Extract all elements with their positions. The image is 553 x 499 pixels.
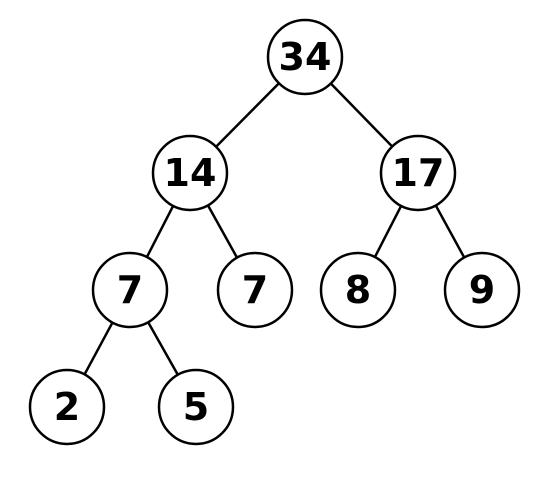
tree-node-label: 9 <box>469 268 495 312</box>
tree-edge-n14-n7b <box>206 204 239 259</box>
tree-node-circle <box>319 251 397 329</box>
tree-node-circle <box>151 134 229 212</box>
tree-edge-n34-n17 <box>329 82 394 148</box>
tree-node-circle <box>157 368 235 446</box>
tree-node-label: 7 <box>117 268 143 312</box>
tree-edge-n34-n14 <box>215 82 280 148</box>
tree-edge-n7a-n5 <box>147 321 179 376</box>
tree-node-label: 8 <box>345 268 371 312</box>
tree-node-n8: 8 <box>319 251 397 329</box>
tree-node-circle <box>266 18 344 96</box>
tree-edge-n17-n8 <box>373 205 403 258</box>
tree-node-label: 7 <box>242 268 268 312</box>
tree-node-n17: 17 <box>379 134 457 212</box>
tree-node-n7b: 7 <box>216 251 294 329</box>
tree-node-n9: 9 <box>443 251 521 329</box>
tree-edge-n7a-n2 <box>83 321 114 376</box>
tree-nodes: 34 14 17 7 7 8 9 2 5 <box>28 18 521 446</box>
tree-node-circle <box>443 251 521 329</box>
tree-node-n14: 14 <box>151 134 229 212</box>
tree-node-circle <box>216 251 294 329</box>
tree-edge-n17-n9 <box>434 204 466 259</box>
tree-node-circle <box>91 251 169 329</box>
tree-node-label: 34 <box>279 35 332 79</box>
tree-node-n5: 5 <box>157 368 235 446</box>
tree-node-circle <box>379 134 457 212</box>
tree-node-n34: 34 <box>266 18 344 96</box>
tree-node-label: 17 <box>392 151 445 195</box>
tree-node-n2: 2 <box>28 368 106 446</box>
tree-node-label: 5 <box>183 385 209 429</box>
tree-edge-n14-n7a <box>145 205 175 258</box>
tree-node-n7a: 7 <box>91 251 169 329</box>
tree-edges <box>83 82 466 376</box>
tree-node-label: 2 <box>54 385 80 429</box>
tree-node-label: 14 <box>164 151 217 195</box>
tree-node-circle <box>28 368 106 446</box>
